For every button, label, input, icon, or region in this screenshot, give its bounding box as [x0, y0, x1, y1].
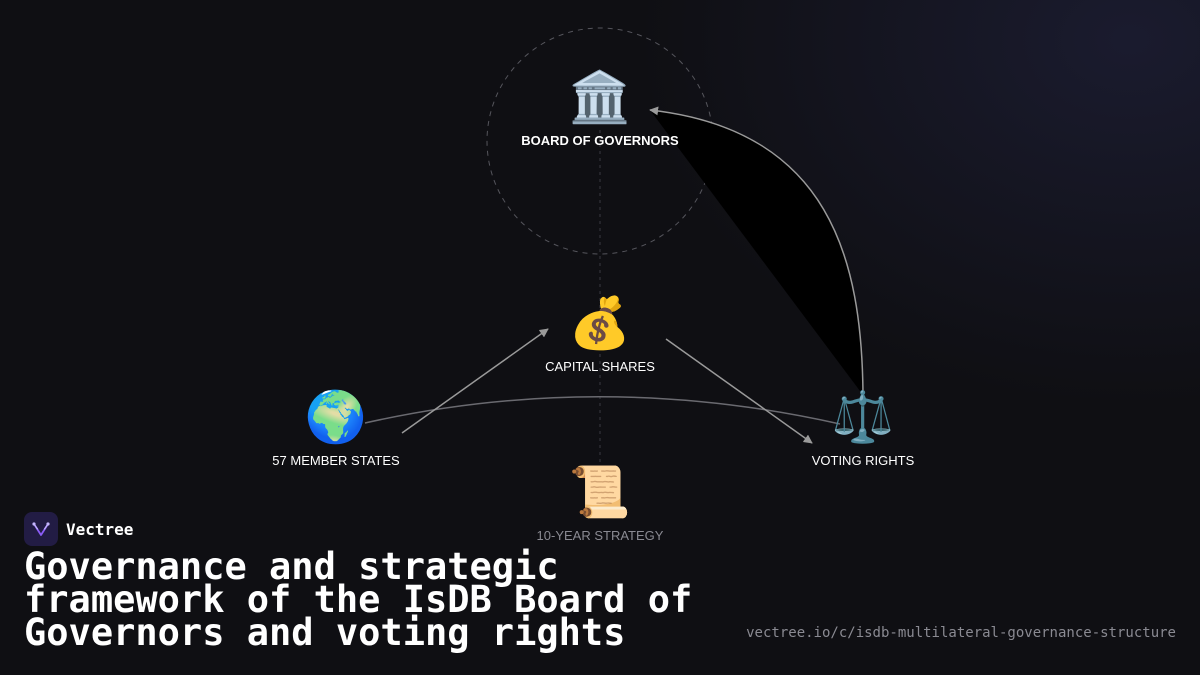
- node-board-of-governors: 🏛️ BOARD OF GOVERNORS: [521, 69, 678, 148]
- balance-scale-icon: ⚖️: [831, 389, 895, 445]
- edge-capital-to-voting: [665, 338, 813, 444]
- edge-voting-to-board: [649, 106, 864, 396]
- node-capital-label: CAPITAL SHARES: [545, 359, 655, 374]
- node-members-label: 57 MEMBER STATES: [272, 453, 400, 468]
- page-title: Governance and strategic framework of th…: [24, 545, 693, 654]
- scroll-icon: 📜: [568, 464, 632, 520]
- edge-members-to-capital: [401, 328, 549, 434]
- money-bag-icon: 💰: [568, 295, 632, 351]
- brand-name: Vectree: [66, 519, 134, 539]
- brand[interactable]: Vectree: [24, 512, 133, 546]
- vectree-logo-icon: [24, 512, 58, 546]
- source-url[interactable]: vectree.io/c/isdb-multilateral-governanc…: [746, 625, 1176, 641]
- node-voting-label: VOTING RIGHTS: [811, 453, 915, 468]
- node-member-states: 🌍 57 MEMBER STATES: [272, 389, 399, 468]
- node-capital-shares: 💰 CAPITAL SHARES: [545, 295, 655, 374]
- edge-voting-to-board-fill: [650, 110, 863, 395]
- classical-building-icon: 🏛️: [568, 69, 632, 125]
- node-strategy-label: 10-YEAR STRATEGY: [536, 528, 664, 543]
- node-strategy: 📜 10-YEAR STRATEGY: [537, 464, 664, 543]
- node-voting-rights: ⚖️ VOTING RIGHTS: [812, 389, 915, 468]
- vectree-logo-mark: [32, 522, 50, 536]
- node-board-label: BOARD OF GOVERNORS: [521, 133, 679, 148]
- edge-members-to-voting: [364, 396, 841, 425]
- globe-icon: 🌍: [304, 389, 368, 445]
